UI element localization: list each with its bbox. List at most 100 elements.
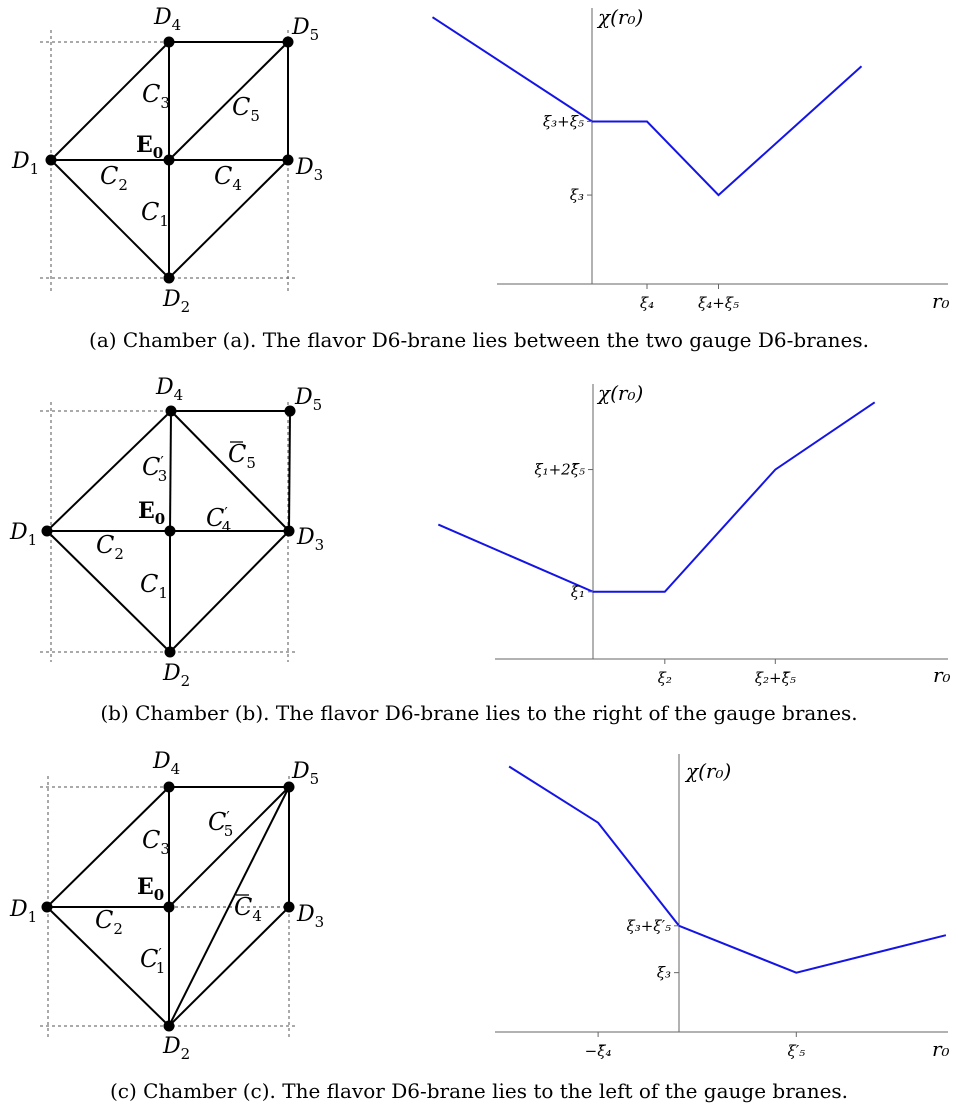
node-label-E0: E0 xyxy=(137,874,164,904)
y-tick-label: ξ₃ xyxy=(570,186,584,204)
edge-D2-D5 xyxy=(168,786,290,1027)
edge-D3-D5 xyxy=(288,410,291,532)
node-E0 xyxy=(164,525,176,537)
curve-label-C4: C′4 xyxy=(206,504,231,536)
node-D2 xyxy=(163,272,175,284)
node-label-D1: D1 xyxy=(9,897,37,926)
y-tick-label: ξ₁+2ξ̄₅ xyxy=(534,461,585,479)
edge-D1-D4 xyxy=(46,786,170,908)
node-D4 xyxy=(163,36,175,48)
curve-label-C3: C3 xyxy=(142,826,170,858)
edge-D2-D3 xyxy=(169,530,290,653)
node-label-D3: D3 xyxy=(295,155,323,184)
edge-E0-D5 xyxy=(168,41,289,161)
y-axis-label: χ(r₀) xyxy=(684,759,731,783)
node-label-D2: D2 xyxy=(162,287,190,316)
node-D3 xyxy=(283,525,295,537)
panel-caption: (a) Chamber (a). The flavor D6-brane lie… xyxy=(89,328,869,352)
chi-series-line xyxy=(508,765,947,974)
node-label-D1: D1 xyxy=(11,149,39,178)
node-D1 xyxy=(41,901,53,913)
node-label-E0: E0 xyxy=(138,498,165,528)
chi-series-line xyxy=(431,16,863,197)
node-D5 xyxy=(283,781,295,793)
node-label-D4: D4 xyxy=(155,375,183,404)
y-axis-label: χ(r₀) xyxy=(596,5,643,29)
curve-label-C2: C2 xyxy=(100,162,128,194)
curve-label-C5: C5 xyxy=(228,440,256,472)
edge-D4-D3 xyxy=(170,410,290,532)
node-label-D5: D5 xyxy=(294,385,322,414)
node-label-D2: D2 xyxy=(162,661,190,690)
edge-D2-D3 xyxy=(168,906,290,1027)
node-D2 xyxy=(163,1020,175,1032)
curve-label-C1: C1 xyxy=(141,198,169,230)
edge-D1-D2 xyxy=(46,906,170,1027)
x-tick-label: ξ₂+ξ̄₅ xyxy=(755,669,796,687)
node-label-D4: D4 xyxy=(152,749,180,778)
node-E0 xyxy=(163,154,175,166)
y-tick-label: ξ₃+ξ′₅ xyxy=(626,917,671,935)
node-label-D5: D5 xyxy=(291,759,319,788)
panel-caption: (b) Chamber (b). The flavor D6-brane lie… xyxy=(100,701,857,725)
node-D1 xyxy=(41,525,53,537)
chi-series-line xyxy=(437,401,876,593)
edge-E0-D5 xyxy=(168,786,290,908)
edge-D2-D3 xyxy=(168,159,289,279)
node-D5 xyxy=(282,36,294,48)
curve-label-C3: C′3 xyxy=(142,453,167,485)
curve-label-C2: C2 xyxy=(95,906,123,938)
x-tick-label: ξ₄+ξ₅ xyxy=(698,294,739,312)
node-label-D4: D4 xyxy=(153,5,181,34)
curve-label-C3: C3 xyxy=(142,80,170,112)
curve-label-C4: C4 xyxy=(234,893,262,925)
y-tick-label: ξ₃+ξ₅ xyxy=(543,112,584,130)
node-label-E0: E0 xyxy=(136,132,163,162)
node-D3 xyxy=(283,901,295,913)
curve-label-C1: C1 xyxy=(140,570,168,602)
node-label-D3: D3 xyxy=(296,902,324,931)
curve-label-C5: C′5 xyxy=(208,808,233,840)
node-label-D1: D1 xyxy=(9,520,37,549)
x-tick-label: ξ₂ xyxy=(658,669,672,687)
curve-label-C2: C2 xyxy=(96,531,124,563)
node-E0 xyxy=(163,901,175,913)
x-tick-label: ξ₄ xyxy=(640,294,654,312)
y-tick-label: ξ₃ xyxy=(657,964,671,982)
node-D3 xyxy=(282,154,294,166)
node-D4 xyxy=(165,405,177,417)
chi-plot: ξ₃+ξ′₅ ξ₃ −ξ̄₄ ξ′₅ χ(r₀) r₀ xyxy=(495,754,950,1061)
chi-plot: ξ₃+ξ₅ ξ₃ ξ₄ ξ₄+ξ₅ χ(r₀) r₀ xyxy=(431,5,950,313)
x-tick-label: ξ′₅ xyxy=(787,1042,805,1060)
chi-plot: ξ₁+2ξ̄₅ ξ₁ ξ₂ ξ₂+ξ̄₅ χ(r₀) r₀ xyxy=(437,381,951,687)
node-label-D2: D2 xyxy=(162,1034,190,1063)
node-D5 xyxy=(284,405,296,417)
curve-label-C1: C′1 xyxy=(140,945,165,977)
panel-caption: (c) Chamber (c). The flavor D6-brane lie… xyxy=(110,1079,848,1103)
node-D1 xyxy=(45,154,57,166)
node-label-D3: D3 xyxy=(296,525,324,554)
x-axis-label: r₀ xyxy=(932,1037,950,1061)
edge-D4-E0 xyxy=(169,410,172,532)
y-tick-label: ξ₁ xyxy=(571,583,585,601)
edge-D1-D4 xyxy=(46,410,172,532)
curve-label-C4: C4 xyxy=(214,162,242,194)
edge-D1-D2 xyxy=(46,530,171,653)
node-D4 xyxy=(163,781,175,793)
x-axis-label: r₀ xyxy=(933,663,951,687)
node-label-D5: D5 xyxy=(291,15,319,44)
y-axis-label: χ(r₀) xyxy=(596,381,643,405)
edge-D1-D2 xyxy=(50,159,170,279)
x-axis-label: r₀ xyxy=(932,289,950,313)
node-D2 xyxy=(164,646,176,658)
edge-D1-D4 xyxy=(50,41,170,161)
x-tick-label: −ξ̄₄ xyxy=(585,1042,612,1060)
curve-label-C5: C5 xyxy=(232,93,260,125)
